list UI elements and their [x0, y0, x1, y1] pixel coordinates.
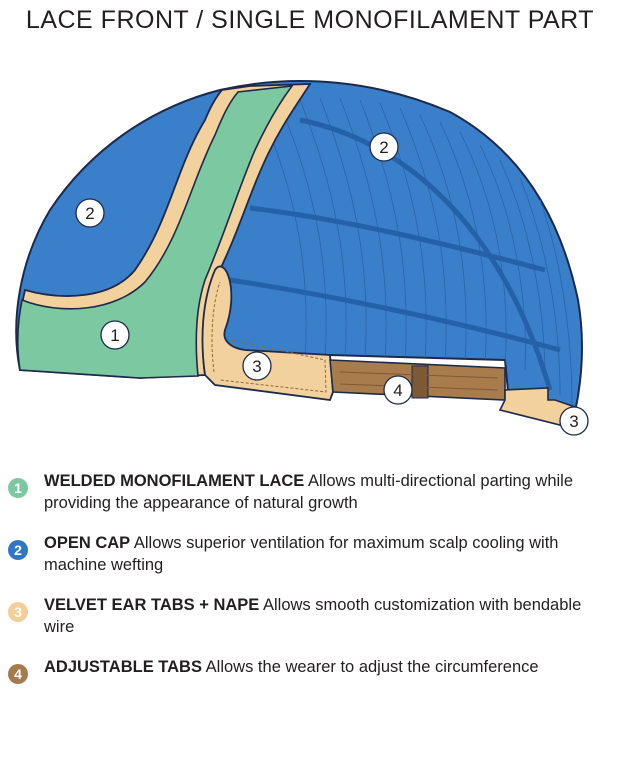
callout-2-right: 2 — [369, 132, 399, 162]
legend-text-1: WELDED MONOFILAMENT LACE Allows multi-di… — [44, 470, 610, 514]
callout-3-ear: 3 — [242, 351, 272, 381]
legend-badge-1: 1 — [8, 478, 28, 498]
svg-text:3: 3 — [252, 357, 261, 376]
legend-badge-4: 4 — [8, 664, 28, 684]
velvet-nape — [498, 387, 579, 426]
legend-heading-3: VELVET EAR TABS + NAPE — [44, 596, 260, 614]
callout-4: 4 — [383, 375, 413, 405]
legend-desc-1: Allows multi-directional parting while p… — [44, 472, 574, 512]
legend-badge-3: 3 — [8, 602, 28, 622]
callout-1: 1 — [100, 320, 130, 350]
legend-desc-3: Allows smooth customization with bendabl… — [44, 596, 582, 636]
svg-text:2: 2 — [379, 138, 388, 157]
legend-desc-4: Allows the wearer to adjust the circumfe… — [205, 658, 539, 676]
legend-badge-2: 2 — [8, 540, 28, 560]
svg-text:1: 1 — [110, 326, 119, 345]
legend-heading-1: WELDED MONOFILAMENT LACE — [44, 472, 305, 490]
cap-seams — [229, 117, 561, 391]
legend-text-2: OPEN CAP Allows superior ventilation for… — [44, 532, 610, 576]
wig-cap-diagram: 1 2 2 3 4 3 — [15, 80, 589, 436]
svg-text:4: 4 — [393, 381, 402, 400]
svg-text:3: 3 — [569, 412, 578, 431]
callout-3-nape: 3 — [559, 406, 589, 436]
page-title: LACE FRONT / SINGLE MONOFILAMENT PART — [25, 6, 595, 34]
lace-front-section — [17, 85, 294, 379]
legend-desc-2: Allows superior ventilation for maximum … — [44, 534, 559, 574]
legend-text-4: ADJUSTABLE TABS Allows the wearer to adj… — [44, 656, 610, 678]
callout-2-left: 2 — [75, 198, 105, 228]
legend-text-3: VELVET EAR TABS + NAPE Allows smooth cus… — [44, 594, 610, 638]
legend-heading-4: ADJUSTABLE TABS — [44, 658, 202, 676]
svg-text:2: 2 — [85, 204, 94, 223]
wefting-lines — [259, 97, 573, 406]
velvet-ear-tab — [201, 265, 334, 401]
legend-heading-2: OPEN CAP — [44, 534, 131, 552]
